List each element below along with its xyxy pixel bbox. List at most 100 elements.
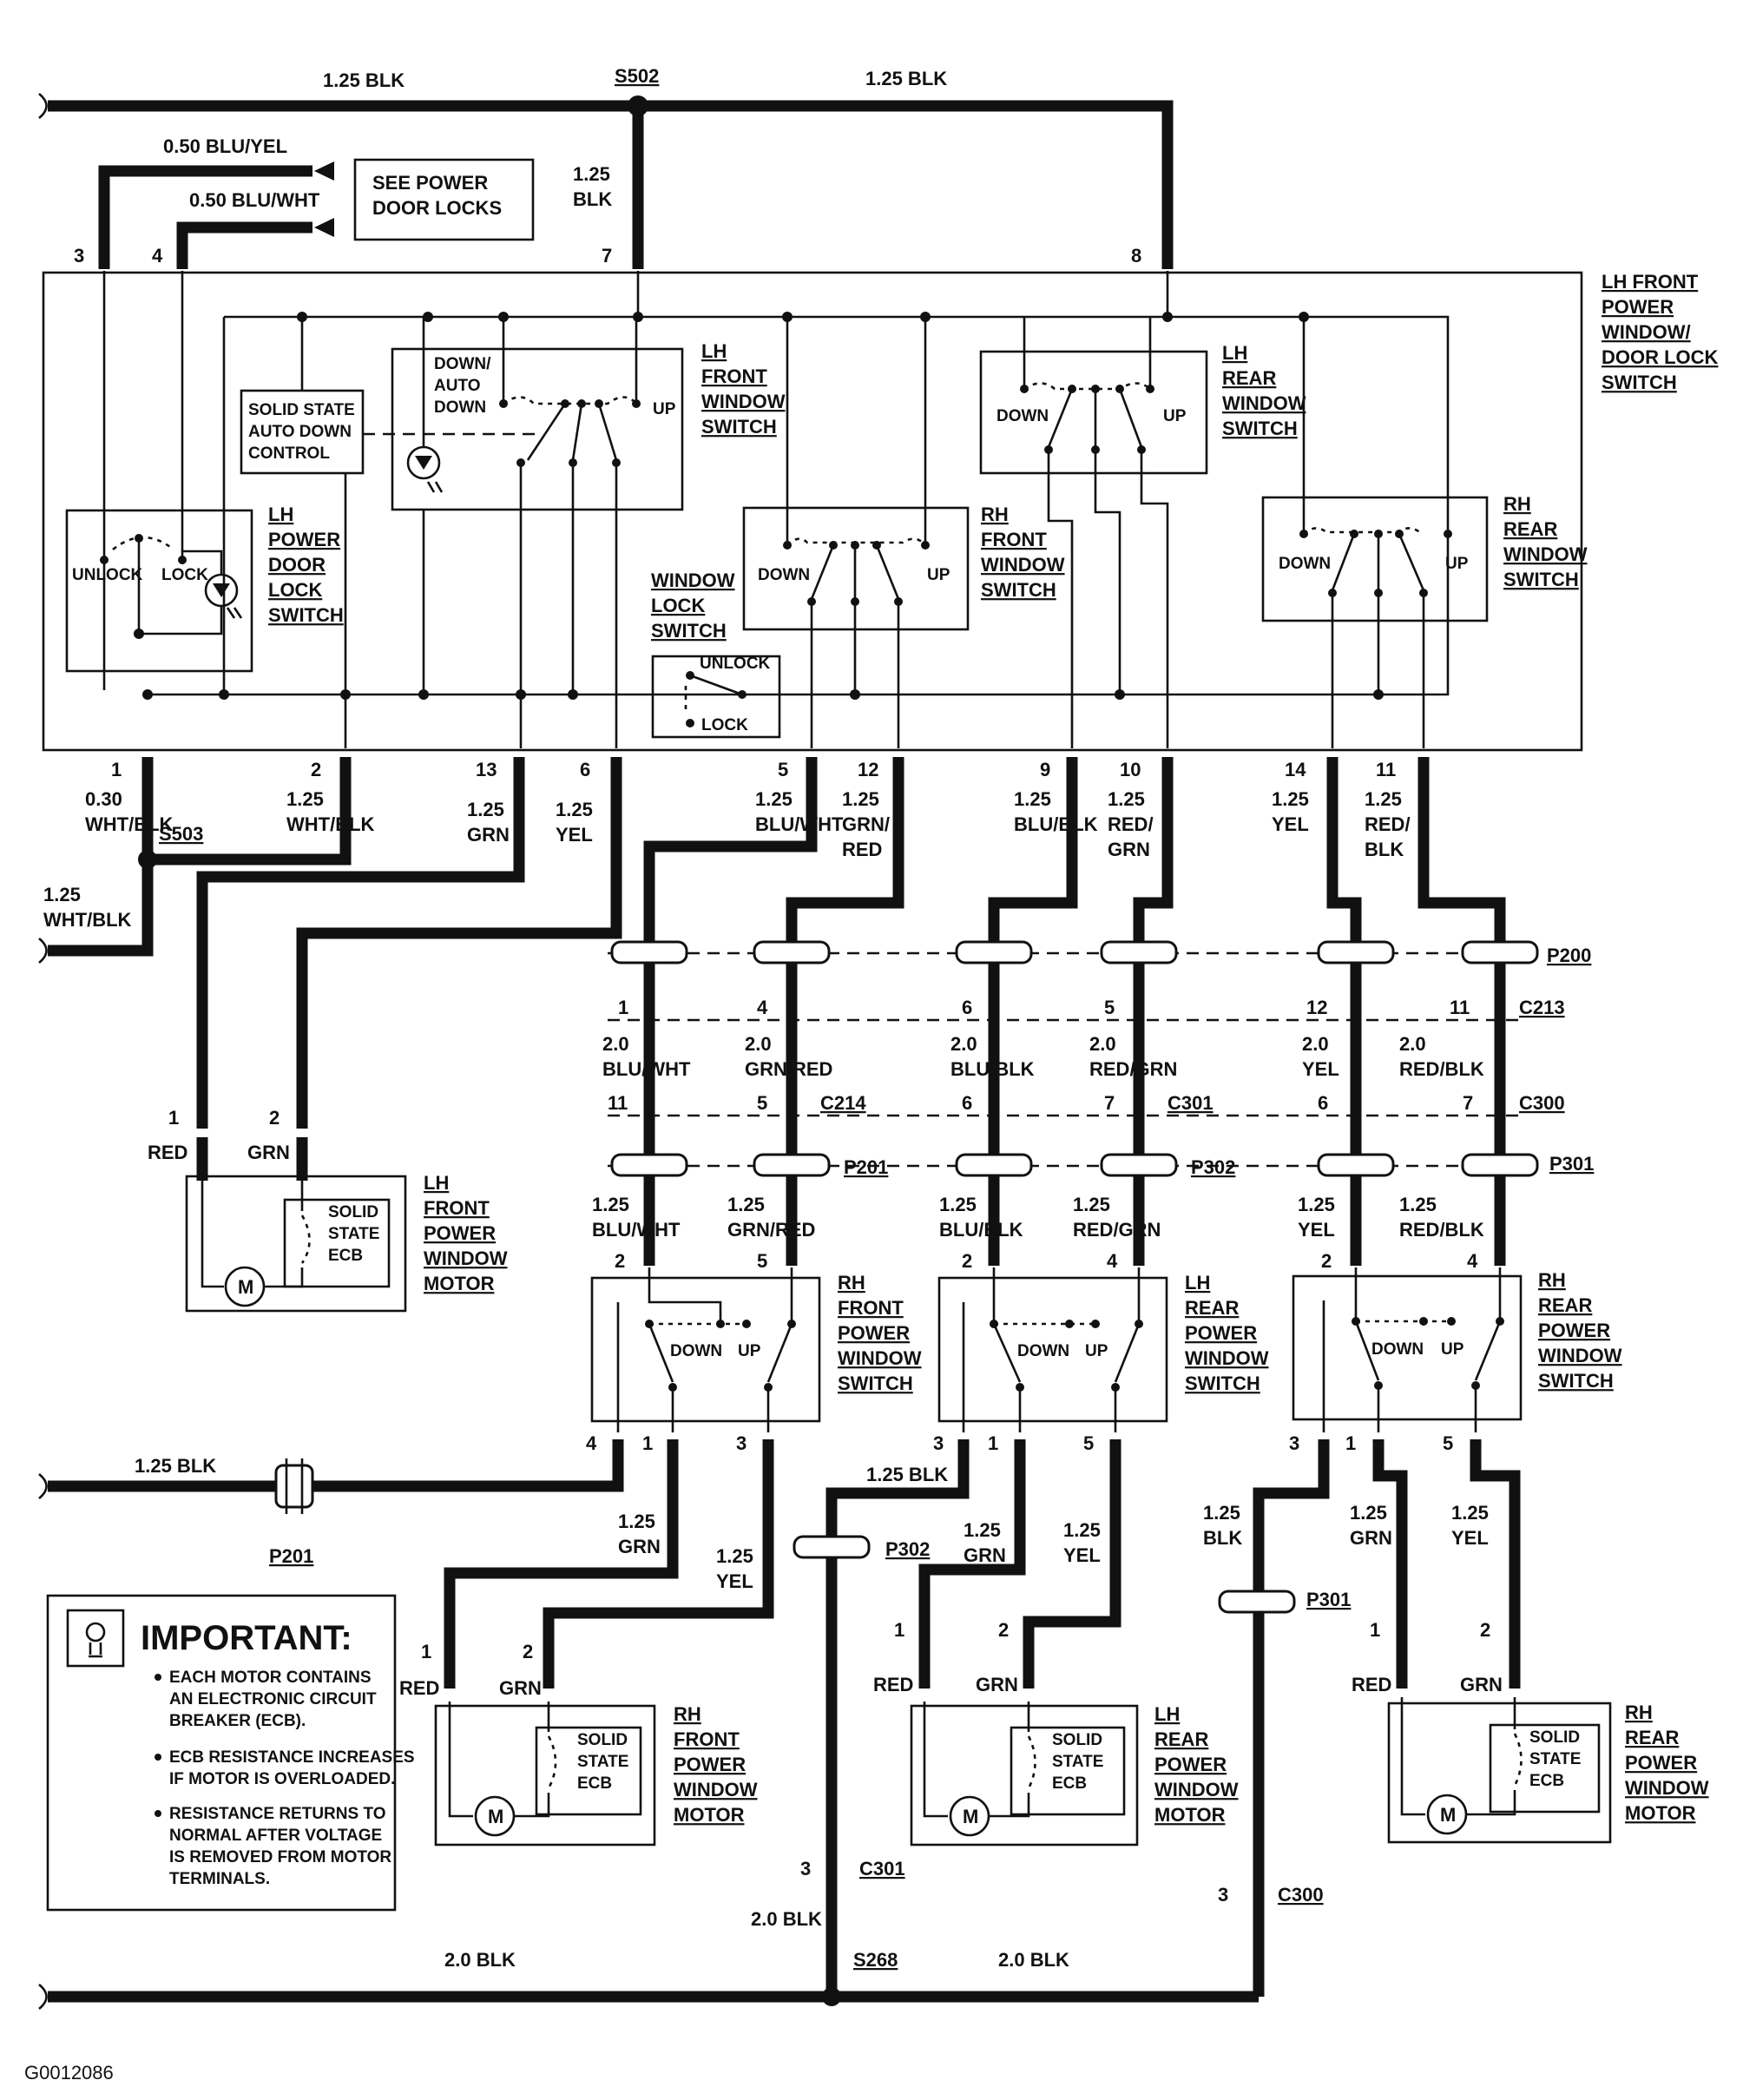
light-bulb-icon — [66, 1609, 125, 1668]
rhf-switch-top-pin-2: 2 — [615, 1250, 625, 1272]
p200-connector-row: P200 1 4 6 5 12 11 C213 — [608, 940, 1591, 1022]
rhr-motor-pin-1: 1 — [1370, 1619, 1380, 1641]
rhf-motor-box — [434, 1704, 656, 1847]
important-title: IMPORTANT: — [141, 1619, 352, 1657]
s502-label: S502 — [615, 65, 659, 87]
lhr-ecb-box — [1010, 1726, 1126, 1816]
c214-pin-11: 11 — [608, 1092, 628, 1114]
pin-13: 13 — [476, 759, 497, 780]
p200-pin-5: 5 — [1104, 997, 1115, 1018]
lhr-blk-wire: 1.25 BLK — [866, 1464, 948, 1485]
lhr-motor-m: M — [963, 1806, 978, 1827]
lhr-door-switch-down: DOWN — [1017, 1342, 1069, 1360]
blu-wht-wire-label: 0.50 BLU/WHT — [189, 189, 320, 211]
top-pin-8: 8 — [1131, 245, 1141, 267]
pin-2: 2 — [311, 759, 321, 780]
p302-label: P302 — [1191, 1156, 1235, 1178]
see-power-door-locks-box — [353, 158, 535, 241]
window-lock-lock-label: LOCK — [701, 716, 748, 734]
pin-9: 9 — [1040, 759, 1050, 780]
lhf-ecb-box — [283, 1198, 391, 1288]
c300-ground-pin: 3 — [1218, 1884, 1228, 1906]
pin-6: 6 — [580, 759, 590, 780]
s502-splice-dot — [628, 95, 648, 116]
top-pin-4: 4 — [152, 245, 163, 267]
bullet-dot-2 — [155, 1754, 161, 1761]
p-connector-row: P201 P302 P301 — [608, 1153, 1594, 1178]
p200-pin-11: 11 — [1450, 997, 1470, 1018]
rhf-switch-top-pin-5: 5 — [757, 1250, 767, 1272]
p201-inline-connector — [274, 1458, 314, 1514]
lhf-motor-box — [185, 1175, 407, 1313]
rhr-motor-box — [1387, 1702, 1612, 1844]
lh-rear-window-switch-box — [979, 350, 1208, 475]
p302-inline-label: P302 — [885, 1538, 930, 1560]
rhr-motor-pin-1-wire: RED — [1352, 1674, 1391, 1695]
lhf-motor-pin-1: 1 — [168, 1107, 179, 1129]
lhr-door-switch-pin-5: 5 — [1083, 1432, 1094, 1454]
rhr-switch-top-pin-4: 4 — [1467, 1250, 1478, 1272]
c213-label: C213 — [1519, 997, 1565, 1018]
p200-pin-4: 4 — [757, 997, 768, 1018]
rhr-motor-pin-2-wire: GRN — [1460, 1674, 1503, 1695]
c214-label: C214 — [820, 1092, 866, 1114]
c301-ground-pin: 3 — [800, 1858, 811, 1879]
blu-yel-wire-label: 0.50 BLU/YEL — [163, 135, 287, 157]
rhf-motor-m: M — [488, 1806, 503, 1827]
rhf-door-switch-pin-1: 1 — [642, 1432, 653, 1454]
c301-pin-6: 6 — [962, 1092, 972, 1114]
rhr-door-switch-box — [1292, 1274, 1523, 1421]
rhf-door-switch-down: DOWN — [670, 1342, 722, 1360]
pin-10: 10 — [1120, 759, 1141, 780]
lhr-motor-pin-1-wire: RED — [873, 1674, 913, 1695]
rhf-ground-wire: 1.25 BLK — [135, 1455, 216, 1477]
important-box — [46, 1594, 397, 1912]
top-pin-3: 3 — [74, 245, 84, 267]
c301-pin-7: 7 — [1104, 1092, 1115, 1114]
c300-ground-label: C300 — [1278, 1884, 1324, 1906]
rhf-ecb-box — [535, 1726, 642, 1816]
lhr-motor-pin-2: 2 — [998, 1619, 1009, 1641]
bullet-dot-3 — [155, 1810, 161, 1817]
pin-1: 1 — [111, 759, 122, 780]
rhf-motor-pin-1-wire: RED — [399, 1677, 439, 1699]
window-lock-unlock-label: UNLOCK — [700, 655, 771, 673]
lh-rear-down-label: DOWN — [996, 407, 1049, 425]
lh-rear-up-label: UP — [1163, 407, 1187, 425]
top-bus-right-wire: 1.25 BLK — [865, 68, 947, 89]
door-lock-lock-label: LOCK — [161, 566, 208, 584]
